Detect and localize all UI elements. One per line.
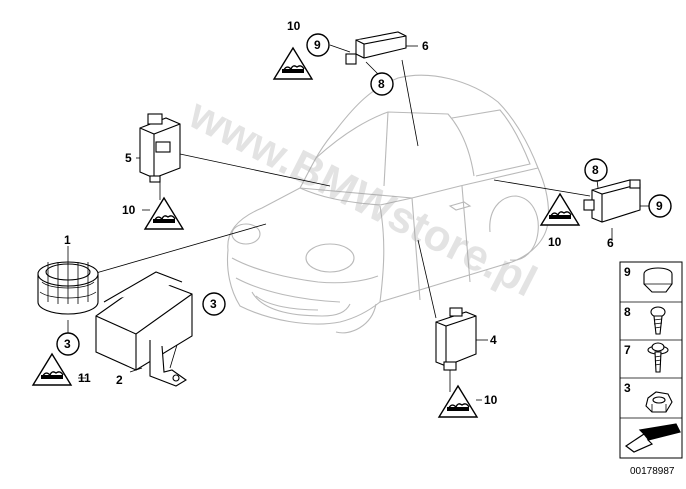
callout-circle bbox=[370, 72, 394, 96]
callout-circle bbox=[306, 33, 330, 57]
legend-number-9: 9 bbox=[624, 265, 631, 279]
module-right bbox=[583, 179, 641, 223]
callout-circle bbox=[56, 332, 80, 356]
direction-arrow-icon bbox=[624, 423, 681, 453]
part-number-10: 10 bbox=[484, 393, 498, 407]
part-number-3: 3 bbox=[64, 337, 71, 351]
module-top bbox=[345, 31, 407, 65]
legend-number-8: 8 bbox=[624, 305, 631, 319]
legend-number-3: 3 bbox=[624, 381, 631, 395]
module-bottom bbox=[435, 307, 477, 371]
callout-circle bbox=[648, 194, 672, 218]
part-number-4: 4 bbox=[490, 333, 497, 347]
screw-washer-icon bbox=[647, 342, 669, 373]
nut-icon bbox=[645, 391, 673, 413]
legend-number-7: 7 bbox=[624, 343, 631, 357]
grommet-icon bbox=[643, 267, 673, 293]
callout-circle bbox=[202, 292, 226, 316]
part-number-6: 6 bbox=[607, 236, 614, 250]
watermark: www.BMWstore.pl bbox=[181, 89, 545, 307]
screw-icon bbox=[650, 306, 666, 335]
part-number-11: 11 bbox=[78, 371, 91, 385]
hardware-legend: 9 8 7 3 bbox=[619, 261, 683, 459]
part-number-9: 9 bbox=[656, 199, 663, 213]
horn bbox=[37, 261, 99, 315]
callout-circle bbox=[584, 158, 608, 182]
siren bbox=[95, 271, 193, 387]
drawing-id: 00178987 bbox=[630, 466, 675, 477]
part-number-labels: 10 9 6 8 5 10 8 9 10 6 1 3 3 2 11 4 10 bbox=[64, 19, 663, 407]
leader-lines bbox=[67, 44, 650, 401]
part-number-6: 6 bbox=[422, 39, 429, 53]
part-number-1: 1 bbox=[64, 233, 71, 247]
part-number-3: 3 bbox=[210, 297, 217, 311]
part-number-5: 5 bbox=[125, 151, 132, 165]
warning-triangle-icon bbox=[144, 197, 184, 230]
part-number-8: 8 bbox=[378, 77, 385, 91]
part-number-2: 2 bbox=[116, 373, 123, 387]
module-left bbox=[139, 113, 181, 183]
part-number-8: 8 bbox=[592, 163, 599, 177]
part-number-10: 10 bbox=[548, 235, 562, 249]
part-number-9: 9 bbox=[314, 38, 321, 52]
part-number-10: 10 bbox=[122, 203, 136, 217]
warning-triangle-icon bbox=[273, 47, 313, 80]
warning-triangle-icon bbox=[32, 353, 72, 386]
warning-triangle-icon bbox=[438, 385, 478, 418]
warning-triangle-icon bbox=[540, 193, 580, 226]
part-number-10: 10 bbox=[287, 19, 301, 33]
